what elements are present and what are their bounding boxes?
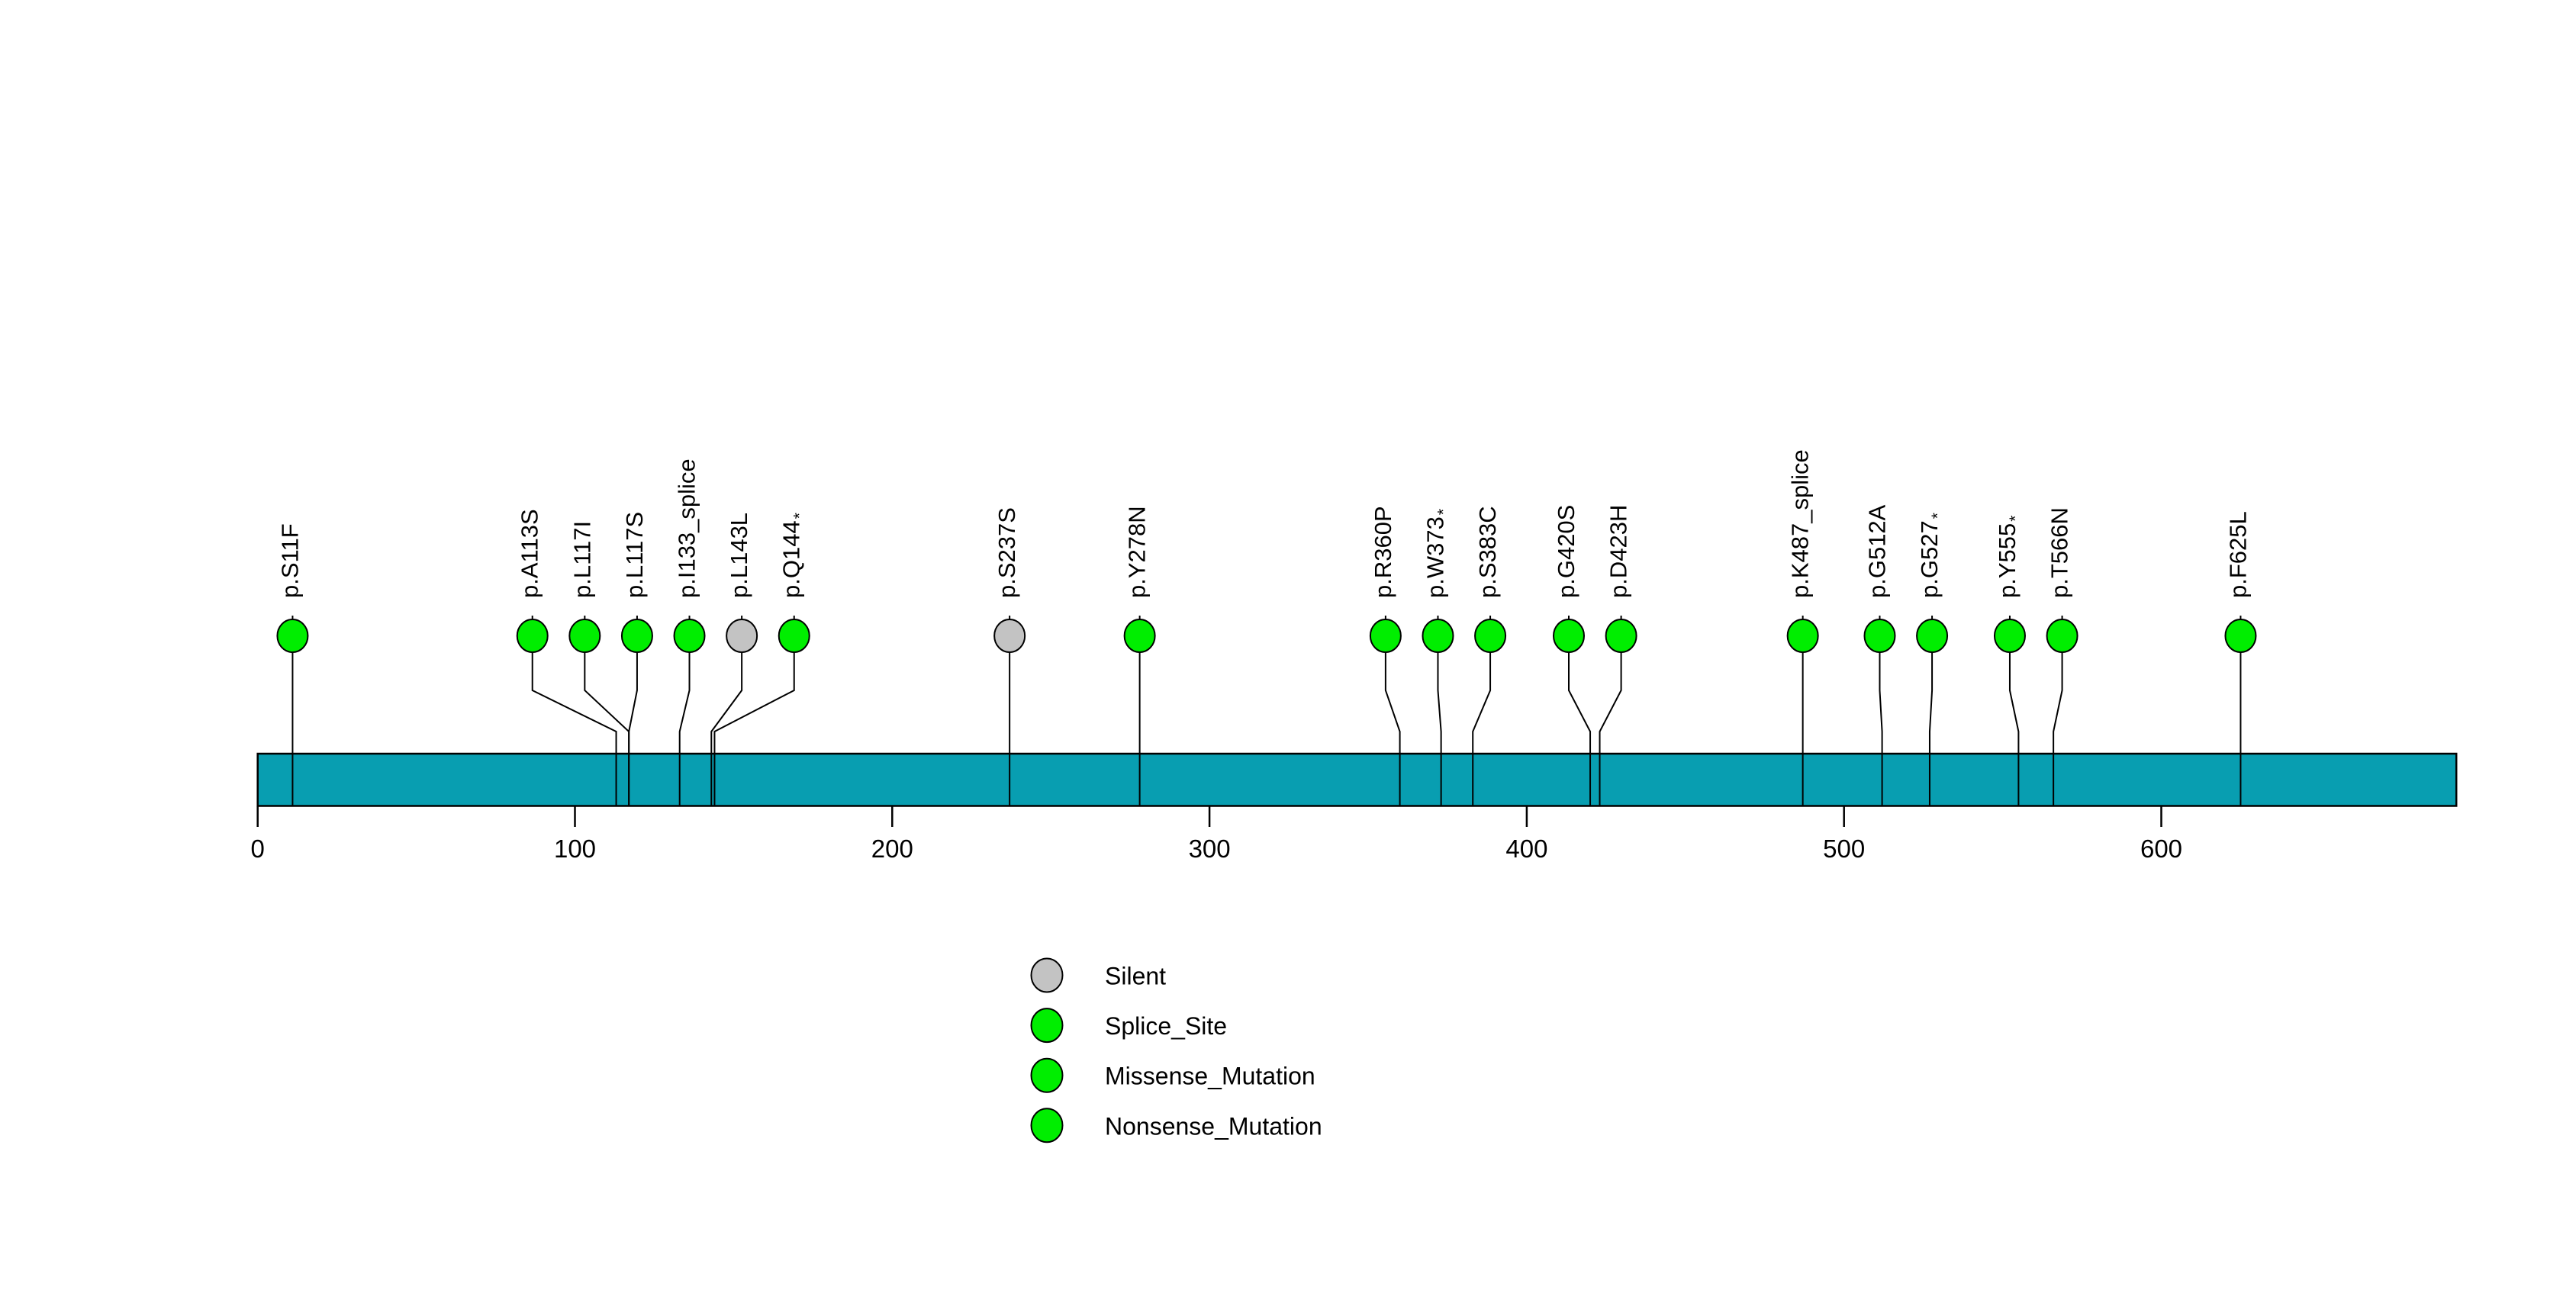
legend-item: Splice_Site [1030, 1008, 1227, 1044]
axis-tick-label: 200 [871, 835, 913, 863]
mutation-circle [1369, 619, 1402, 653]
stop-codon-star: * [791, 513, 809, 519]
mutation-labels-group: p.S11F p.A113S p.L117I p.L117S p.I133_splice… [276, 449, 2251, 598]
legend-label: Missense_Mutation [1105, 1063, 1315, 1090]
mutation-label: p.L117I [568, 521, 595, 598]
x-axis-group: 0 100 200 300 400 500 600 [251, 806, 2182, 863]
mutation-label: p.R360P [1370, 506, 1396, 598]
mutation-label: p.S11F [276, 523, 303, 598]
legend-swatch [1030, 1008, 1064, 1044]
mutation-circles-group [276, 619, 2257, 653]
legend-swatch [1030, 1108, 1064, 1143]
mutation-circle [1422, 619, 1454, 653]
legend-group: SilentSplice_SiteMissense_MutationNonsen… [1030, 957, 1322, 1143]
mutation-circle [1552, 619, 1585, 653]
mutation-circle [276, 619, 309, 653]
mutation-label: p.Y278N [1124, 506, 1151, 598]
legend-item: Missense_Mutation [1030, 1057, 1315, 1093]
mutation-label: p.A113S [517, 509, 543, 598]
axis-tick-label: 100 [554, 835, 596, 863]
mutation-circle [1916, 619, 1949, 653]
protein-bar [256, 752, 2458, 807]
axis-tick-label: 500 [1823, 835, 1865, 863]
mutation-circle [673, 619, 706, 653]
mutation-circle [993, 619, 1026, 653]
mutation-label: p.K487_splice [1787, 449, 1814, 598]
mutation-circle [1863, 619, 1896, 653]
stop-codon-star: * [1435, 509, 1452, 515]
mutation-circle [2224, 619, 2257, 653]
mutation-circle [516, 619, 549, 653]
axis-tick-label: 400 [1505, 835, 1547, 863]
legend-swatch [1030, 1057, 1064, 1093]
mutation-label: p.D423H [1605, 505, 1632, 598]
mutation-circle [1474, 619, 1507, 653]
mutation-circle [620, 619, 653, 653]
stop-codon-star: * [1929, 513, 1946, 519]
mutation-circle [726, 619, 758, 653]
mutation-label: p.F625L [2224, 511, 2251, 598]
mutation-label: p.Q144* [778, 513, 809, 598]
mutation-circle [1786, 619, 1819, 653]
mutation-label: p.G527* [1916, 513, 1946, 598]
legend-label: Nonsense_Mutation [1105, 1112, 1322, 1140]
axis-tick-label: 600 [2140, 835, 2182, 863]
axis-tick-label: 0 [251, 835, 265, 863]
mutation-label: p.W373* [1422, 509, 1452, 598]
mutation-circle [2046, 619, 2079, 653]
mutation-label: p.L143L [726, 513, 752, 598]
protein-track-group [256, 752, 2458, 807]
axis-tick-label: 300 [1189, 835, 1231, 863]
mutation-circle [1605, 619, 1637, 653]
mutation-circle [778, 619, 810, 653]
mutation-label: p.I133_splice [674, 458, 700, 598]
legend-item: Nonsense_Mutation [1030, 1108, 1322, 1143]
mutation-label: p.G512A [1863, 504, 1890, 598]
legend-label: Splice_Site [1105, 1012, 1227, 1040]
mutation-label: p.S237S [993, 507, 1020, 598]
mutation-label: p.T566N [2046, 507, 2073, 598]
mutation-label: p.Y555* [1994, 516, 2024, 598]
legend-label: Silent [1105, 963, 1166, 990]
legend-item: Silent [1030, 957, 1166, 993]
mutation-label: p.L117S [621, 512, 648, 598]
mutation-label: p.G420S [1553, 505, 1579, 598]
mutation-label: p.S383C [1474, 506, 1501, 598]
mutation-circle [1123, 619, 1156, 653]
mutation-circle [1993, 619, 2026, 653]
legend-swatch [1030, 957, 1064, 993]
mutation-circle [568, 619, 601, 653]
stop-codon-star: * [2007, 516, 2024, 522]
